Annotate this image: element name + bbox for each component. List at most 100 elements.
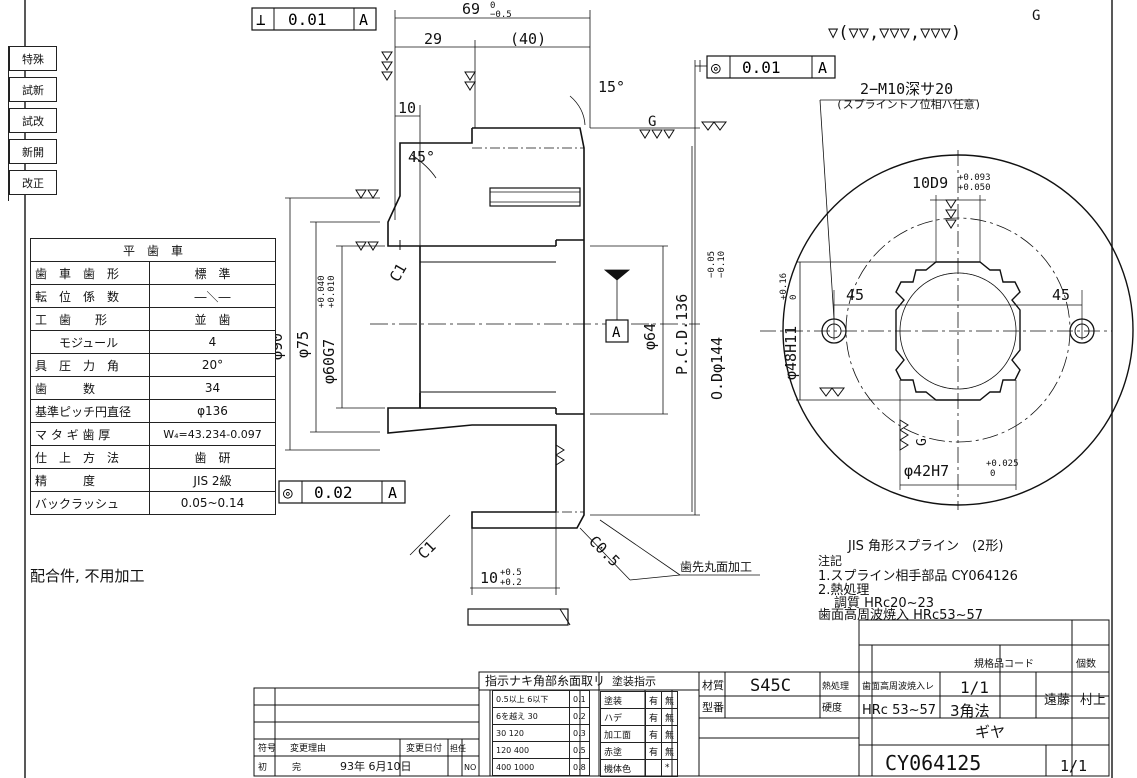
rev-tab-4: 新開	[9, 139, 57, 164]
tol-value: 0.2	[569, 707, 590, 725]
revision-tabs: 特殊 試新 試改 新開 改正	[8, 46, 57, 201]
rev-tab-2: 試新	[9, 77, 57, 102]
gdt-perpendicularity: ⊥ 0.01 A	[251, 7, 377, 31]
paint-item: ハデ	[600, 708, 646, 726]
svg-text:+0.16: +0.16	[779, 273, 789, 300]
dim-angle-15: 15°	[598, 78, 625, 96]
designer-1: 遠藤	[1044, 693, 1070, 708]
dim-29: 29	[424, 30, 442, 48]
spec-row-label: モジュール	[30, 330, 150, 354]
note-1: 1.スプライン相手部品 CY064126	[818, 569, 1018, 584]
spec-row-label: バックラッシュ	[30, 491, 150, 515]
runout-top-value: 0.01	[742, 58, 781, 77]
rev-col-owner: 担任	[450, 743, 466, 753]
finish-header: ▽(▽▽,▽▽▽,▽▽▽)	[828, 23, 961, 43]
paint-item: 機体色	[600, 759, 646, 777]
perp-datum: A	[359, 11, 368, 29]
gdt-runout-bottom: ◎ 0.02 A	[278, 480, 406, 504]
rev-col-date: 変更日付	[406, 742, 442, 754]
paint-no: 無	[661, 725, 679, 743]
svg-text:+0.2: +0.2	[500, 578, 522, 588]
spec-row-label: 仕 上 方 法	[30, 445, 150, 469]
heat-value: 歯面高周波焼入レ	[862, 680, 934, 692]
gear-section-view	[370, 127, 700, 529]
spec-row-value: 0.05~0.14	[149, 491, 276, 515]
spec-row-value: 20°	[149, 353, 276, 377]
runout-bot-datum: A	[388, 484, 397, 502]
notes-block: JIS 角形スプライン (2形) 注記 1.スプライン相手部品 CY064126…	[818, 539, 1018, 623]
dim-10: 10	[398, 99, 416, 117]
spec-row-value: 標 準	[149, 261, 276, 285]
spec-row-label: 歯 車 歯 形	[30, 261, 150, 285]
svg-text:+0.093: +0.093	[958, 173, 991, 183]
qty-label: 個数	[1076, 657, 1096, 670]
runout-bot-value: 0.02	[314, 483, 353, 502]
spec-row-label: 基準ピッチ円直径	[30, 399, 150, 423]
dim-d75: φ75	[294, 331, 312, 358]
dim-c05: C0.5	[585, 532, 623, 570]
dim-d48: φ48H11	[782, 326, 800, 380]
dimension-texts: 69 0 −0.5 29 (40) 10 15° 45° C1 C1 C0.5 …	[386, 0, 752, 588]
svg-text:+0.050: +0.050	[958, 183, 991, 193]
perp-symbol: ⊥	[256, 10, 266, 29]
paint-yes: 有	[644, 708, 663, 726]
material-label: 材質	[702, 678, 724, 692]
no-label: NO	[464, 763, 476, 772]
hardness-label: 硬度	[822, 701, 842, 714]
tol-value: 0.8	[569, 758, 590, 776]
note-2a: 調質 HRc20~23	[834, 596, 934, 611]
spec-row-value: W₄=43.234-0.097	[149, 422, 276, 446]
sheet-number: 1/1	[1060, 757, 1087, 775]
paint-title: 塗装指示	[612, 674, 656, 688]
tol-range: 120 400	[492, 741, 570, 759]
tol-range: 30 120	[492, 724, 570, 742]
spec-row-label: 転 位 係 数	[30, 284, 150, 308]
g-mark-right: G	[915, 438, 930, 446]
dim-c1-bot: C1	[414, 537, 440, 563]
type-label: 型番	[702, 700, 724, 714]
spec-row-label: 歯 数	[30, 376, 150, 400]
dim-pcd: P.C.D.136	[673, 294, 691, 375]
dim-d64: φ64	[641, 323, 659, 350]
part-name: ギヤ	[975, 723, 1005, 741]
svg-text:−0.10: −0.10	[717, 251, 727, 278]
datum-a-label: A	[612, 325, 621, 341]
svg-text:0: 0	[789, 295, 799, 300]
rev-col-sign: 符号	[258, 742, 276, 754]
paint-yes: 有	[644, 725, 663, 743]
tol-range: 400 1000	[492, 758, 570, 776]
runout-top-symbol: ◎	[711, 58, 721, 77]
note-2: 2.熱処理	[818, 583, 869, 598]
notes-header: 注記	[818, 553, 842, 568]
first-label: 初	[258, 761, 267, 773]
method-value: 3角法	[950, 702, 990, 720]
tol-range: 0.5以上 6以下	[492, 690, 570, 708]
rev-tab-1: 特殊	[9, 46, 57, 71]
dim-10b: 10	[480, 569, 498, 587]
spec-row-value: φ136	[149, 399, 276, 423]
spec-row-value: JIS 2級	[149, 468, 276, 492]
scale-value: 1/1	[960, 678, 989, 697]
paint-no: 無	[661, 691, 679, 709]
spec-row-value: 歯 研	[149, 445, 276, 469]
spec-row-label: 精 度	[30, 468, 150, 492]
dim-overall-tol: 0	[490, 1, 495, 11]
spec-row-value: 4	[149, 330, 276, 354]
dim-c1-top: C1	[386, 260, 411, 285]
designer-2: 村上	[1080, 693, 1106, 708]
runout-bot-symbol: ◎	[283, 483, 293, 502]
rev-tab-3: 試改	[9, 108, 57, 133]
tol-value: 0.5	[569, 741, 590, 759]
dim-40: (40)	[510, 30, 546, 48]
surface-finish-marks	[355, 51, 957, 466]
drawing-date: 93年 6月10日	[340, 759, 412, 773]
paint-item: 塗装	[600, 691, 646, 709]
paint-item: 加工面	[600, 725, 646, 743]
paint-yes: 有	[644, 742, 663, 760]
runout-top-datum: A	[818, 59, 827, 77]
svg-text:0: 0	[990, 469, 995, 479]
drawing-number: CY064125	[885, 751, 981, 775]
paint-no: *	[661, 759, 679, 777]
dim-d42: φ42H7	[904, 462, 949, 480]
